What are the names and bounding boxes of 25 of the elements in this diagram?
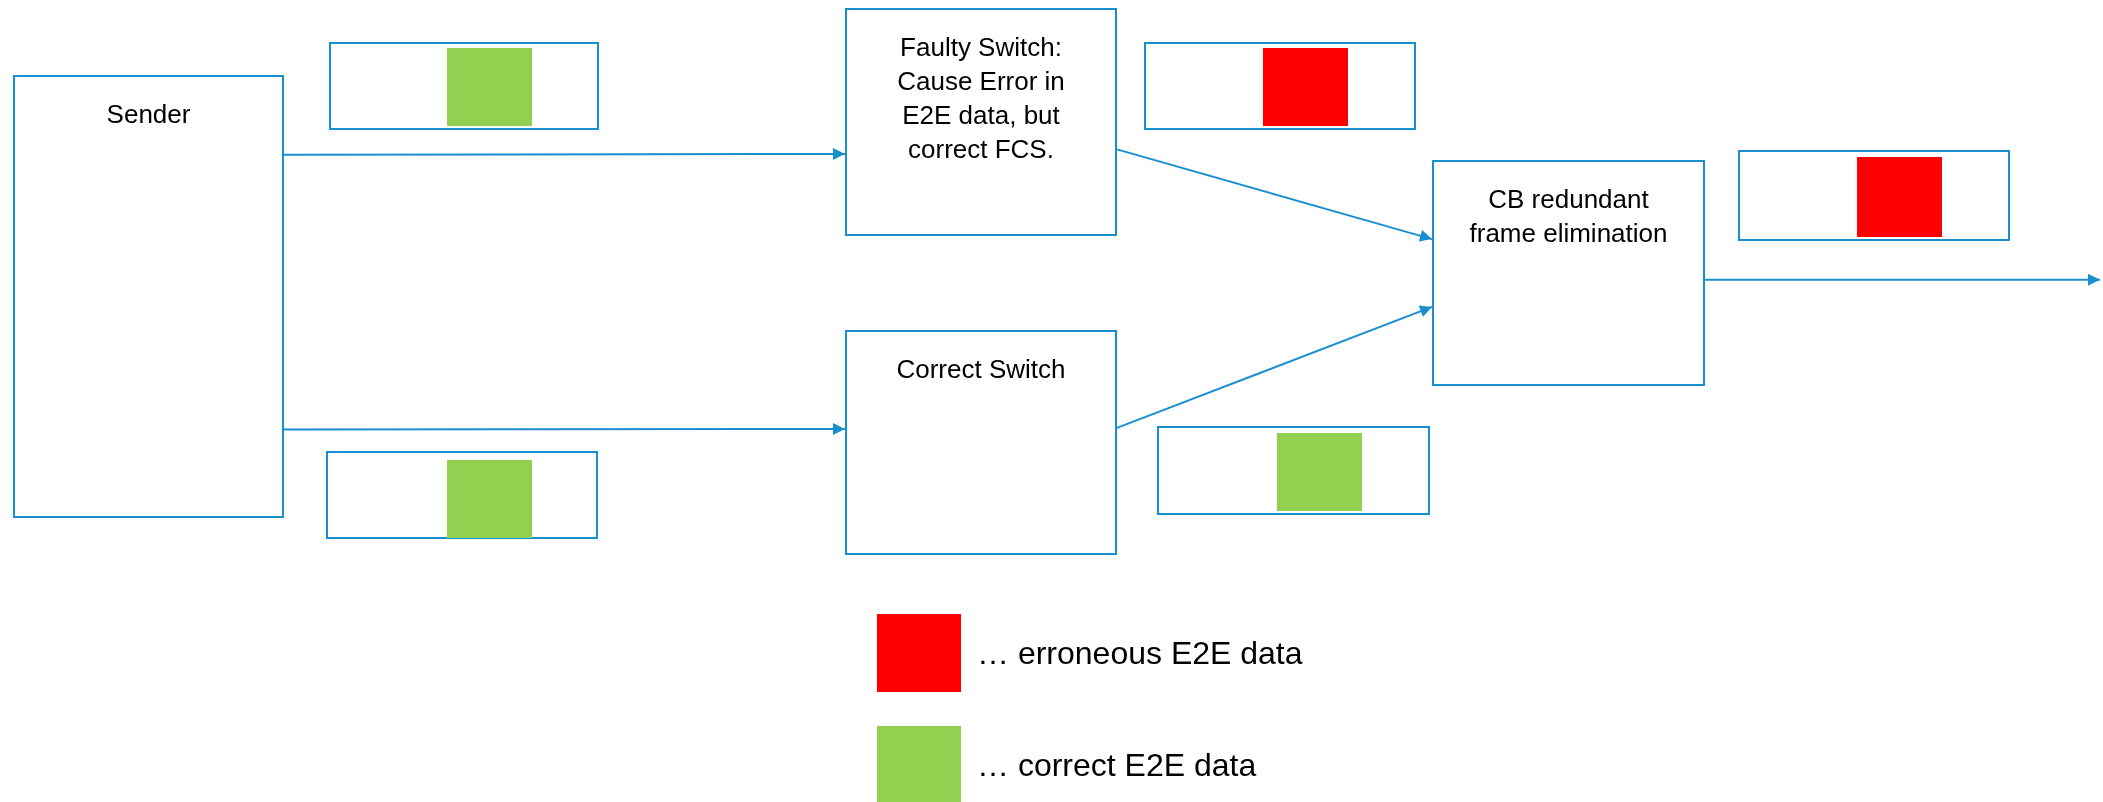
frame-box bbox=[329, 42, 599, 130]
process-box bbox=[1432, 160, 1705, 386]
legend-label: … erroneous E2E data bbox=[977, 634, 1303, 673]
node-label: Sender bbox=[106, 98, 191, 131]
process-box bbox=[845, 8, 1117, 236]
frame-box bbox=[326, 451, 598, 539]
frame-box bbox=[1144, 42, 1416, 130]
arrow bbox=[1116, 148, 1433, 242]
data-square bbox=[447, 460, 532, 538]
node-label: Faulty Switch: Cause Error in E2E data, but correct FCS. bbox=[896, 31, 1066, 166]
arrow bbox=[1116, 305, 1433, 429]
arrow bbox=[1704, 273, 2101, 286]
data-square bbox=[447, 48, 532, 126]
process-box bbox=[845, 330, 1117, 555]
node-label: CB redundant frame elimination bbox=[1468, 183, 1669, 250]
data-square bbox=[1263, 48, 1348, 126]
legend-label: … correct E2E data bbox=[977, 746, 1257, 785]
data-square bbox=[1857, 157, 1942, 237]
frame-box bbox=[1157, 426, 1430, 515]
arrow bbox=[283, 423, 846, 435]
node-label: Correct Switch bbox=[896, 353, 1066, 386]
process-box bbox=[13, 75, 284, 518]
frame-box bbox=[1738, 150, 2010, 241]
data-square bbox=[1277, 433, 1362, 511]
arrow bbox=[283, 147, 846, 160]
